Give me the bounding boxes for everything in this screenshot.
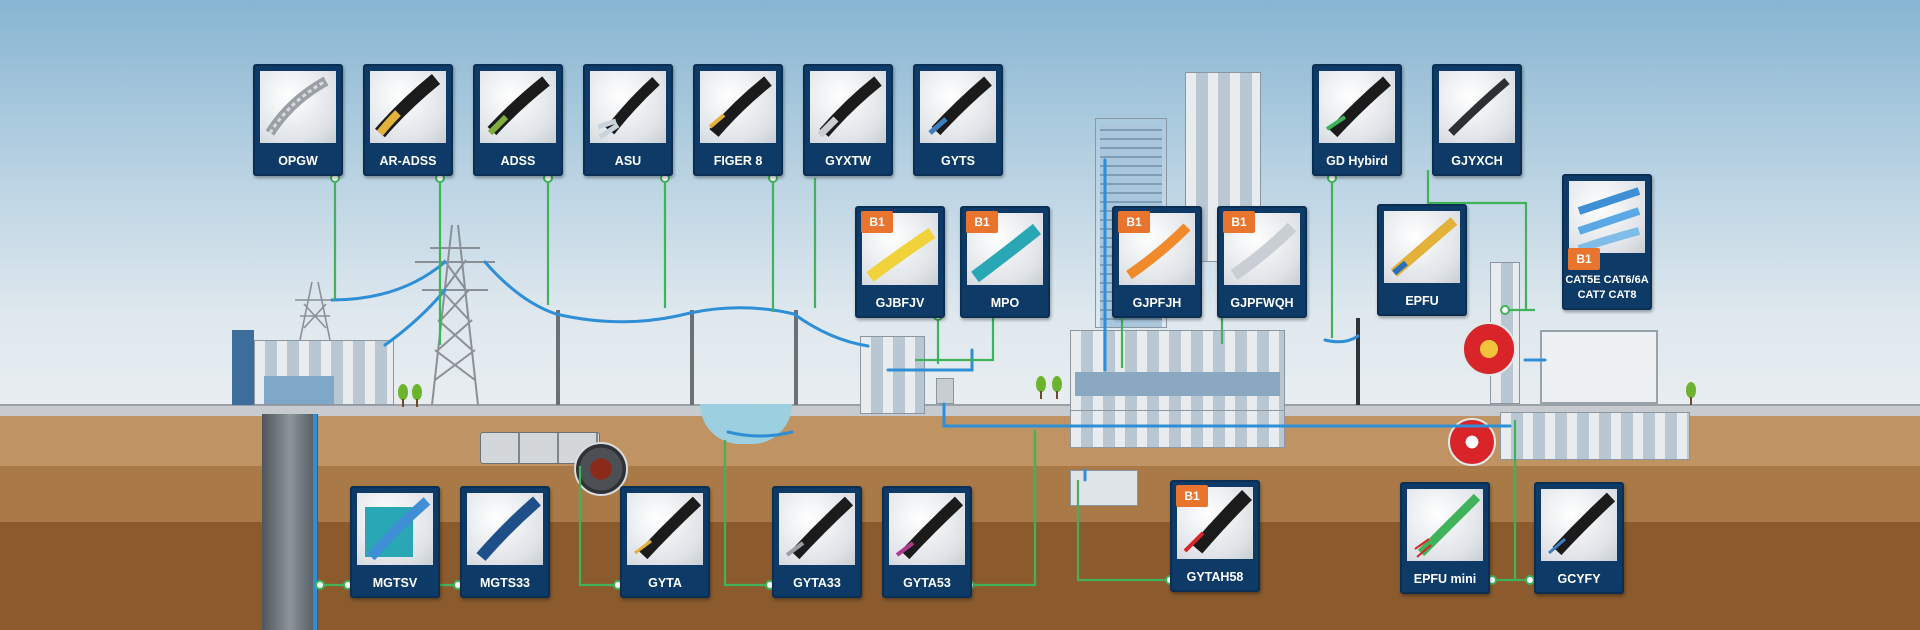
gyta33-cable-icon: [779, 493, 855, 565]
b1-badge: B1: [1118, 211, 1150, 233]
mgtsv-cable-icon: [357, 493, 433, 565]
b1-badge: B1: [1223, 211, 1255, 233]
card-label: GD Hybird: [1326, 154, 1388, 168]
card-label: GJPFJH: [1132, 296, 1182, 310]
card-label: MPO: [990, 296, 1020, 310]
gjyxch-cable-icon: [1439, 71, 1515, 143]
cable-card-gjpfjh[interactable]: B1 GJPFJH: [1112, 206, 1202, 318]
tree: [1686, 382, 1696, 405]
card-label: AR-ADSS: [379, 154, 437, 168]
card-label-line2: CAT7 CAT8: [1577, 289, 1637, 301]
cable-card-gytah58[interactable]: B1 GYTAH58: [1170, 480, 1260, 592]
cable-cross-section-aerial: [1462, 322, 1516, 376]
transmission-tower-large: [415, 224, 495, 406]
card-label: GJPFWQH: [1230, 296, 1294, 310]
cable-card-gcyfy[interactable]: GCYFY: [1534, 482, 1624, 594]
cable-card-gjpfwqh[interactable]: B1 GJPFWQH: [1217, 206, 1307, 318]
figer8-cable-icon: [700, 71, 776, 143]
card-label: GJBFJV: [875, 296, 925, 310]
cable-card-ar-adss[interactable]: AR-ADSS: [363, 64, 453, 176]
cable-card-gd-hybird[interactable]: GD Hybird: [1312, 64, 1402, 176]
cable-card-epfu-mini[interactable]: EPFU mini: [1400, 482, 1490, 594]
factory-chimney: [232, 330, 254, 405]
card-label: GYXTW: [825, 154, 871, 168]
building-floor-glass: [1075, 372, 1280, 396]
cable-card-gjyxch[interactable]: GJYXCH: [1432, 64, 1522, 176]
cable-card-gyta33[interactable]: GYTA33: [772, 486, 862, 598]
card-label: ADSS: [500, 154, 536, 168]
underground-garage: [1070, 410, 1285, 448]
card-label: GYTA: [648, 576, 682, 590]
road-surface: [0, 404, 1920, 418]
asu-cable-icon: [590, 71, 666, 143]
subway-car: [1070, 470, 1138, 506]
card-label: GYTA33: [793, 576, 841, 590]
card-label: GJYXCH: [1451, 154, 1503, 168]
cable-card-gjbfjv[interactable]: B1 GJBFJV: [855, 206, 945, 318]
gd-hybird-cable-icon: [1319, 71, 1395, 143]
tree: [1036, 376, 1046, 399]
card-label: EPFU mini: [1413, 572, 1477, 586]
tree: [1052, 376, 1062, 399]
utility-pole: [794, 310, 798, 405]
gcyfy-cable-icon: [1541, 489, 1617, 561]
shaft-cable: [313, 414, 317, 630]
utility-pole: [690, 310, 694, 405]
card-label: GCYFY: [1557, 572, 1601, 586]
cable-card-opgw[interactable]: OPGW: [253, 64, 343, 176]
b1-badge: B1: [1568, 248, 1600, 270]
cable-card-epfu[interactable]: EPFU: [1377, 204, 1467, 316]
ar-adss-cable-icon: [370, 71, 446, 143]
cable-card-adss[interactable]: ADSS: [473, 64, 563, 176]
epfu-cable-icon: [1384, 211, 1460, 283]
card-label: OPGW: [278, 154, 318, 168]
underground-shaft: [262, 414, 318, 630]
residential-basement: [1500, 412, 1690, 460]
cable-card-mgts33[interactable]: MGTS33: [460, 486, 550, 598]
mgts33-cable-icon: [467, 493, 543, 565]
cable-card-asu[interactable]: ASU: [583, 64, 673, 176]
card-label: MGTS33: [479, 576, 530, 590]
utility-pole: [556, 310, 560, 405]
opgw-cable-icon: [260, 71, 336, 143]
adss-cable-icon: [480, 71, 556, 143]
street-lamp: [1356, 318, 1360, 405]
card-label: GYTAH58: [1186, 570, 1244, 584]
b1-badge: B1: [1176, 485, 1208, 507]
card-label: ASU: [614, 154, 642, 168]
card-label-line1: CAT5E CAT6/6A: [1565, 274, 1649, 286]
cable-card-gyxtw[interactable]: GYXTW: [803, 64, 893, 176]
factory-window: [264, 376, 334, 404]
transmission-tower-small: [295, 281, 335, 341]
aerial-cables: [330, 158, 1547, 482]
cable-card-mpo[interactable]: B1 MPO: [960, 206, 1050, 318]
gyxtw-cable-icon: [810, 71, 886, 143]
cable-card-gyts[interactable]: GYTS: [913, 64, 1003, 176]
home-network-room: [1540, 330, 1658, 404]
card-label: GYTS: [940, 154, 976, 168]
epfu-mini-cable-icon: [1407, 489, 1483, 561]
cable-card-cat[interactable]: B1 CAT5E CAT6/6A CAT7 CAT8: [1562, 174, 1652, 310]
small-house: [860, 336, 925, 414]
b1-badge: B1: [966, 211, 998, 233]
card-label: GYTA53: [903, 576, 951, 590]
tree: [398, 384, 408, 407]
cat-cable-icon: [1569, 181, 1645, 253]
cable-card-mgtsv[interactable]: MGTSV: [350, 486, 440, 598]
gyta-cable-icon: [627, 493, 703, 565]
duct-bundle-section: [574, 442, 628, 496]
card-label: MGTSV: [372, 576, 418, 590]
cable-card-figer8[interactable]: FIGER 8: [693, 64, 783, 176]
cable-card-gyta[interactable]: GYTA: [620, 486, 710, 598]
card-label: FIGER 8: [713, 154, 763, 168]
cable-card-gyta53[interactable]: GYTA53: [882, 486, 972, 598]
gyta53-cable-icon: [889, 493, 965, 565]
card-label: EPFU: [1405, 294, 1439, 308]
gyts-cable-icon: [920, 71, 996, 143]
b1-badge: B1: [861, 211, 893, 233]
tree: [412, 384, 422, 407]
